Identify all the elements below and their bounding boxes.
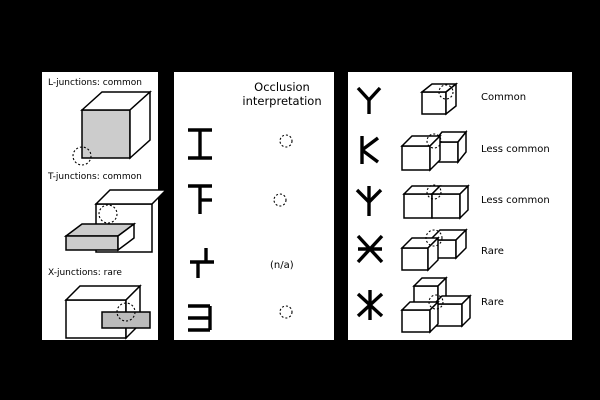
l-junction-highlight	[72, 146, 92, 166]
junction-glyph-h	[188, 128, 212, 160]
junction-glyph-asterisk-a	[356, 234, 384, 264]
frequency-label-5: Rare	[481, 297, 504, 308]
occlusion-highlight-2	[273, 193, 287, 207]
frequency-panel: Common Less common Less com	[348, 72, 572, 340]
frequency-highlight-1	[438, 84, 454, 100]
occlusion-cubes-4	[254, 294, 314, 328]
junction-glyph-t	[188, 184, 212, 214]
x-junction-cube	[64, 284, 151, 340]
l-junction-label: L-junctions: common	[48, 78, 142, 88]
junction-glyph-y	[356, 86, 382, 114]
x-junction-label: X-junctions: rare	[48, 268, 122, 278]
t-junction-highlight	[98, 204, 118, 224]
frequency-highlight-2	[426, 133, 442, 149]
occlusion-header-line2: interpretation	[242, 94, 322, 108]
occlusion-cubes-2	[260, 170, 296, 224]
l-junction-cube	[72, 90, 152, 166]
occlusion-na-label: (n/a)	[270, 260, 294, 271]
occlusion-highlight-1	[279, 134, 293, 148]
t-junction-label: T-junctions: common	[48, 172, 142, 182]
junction-types-panel: L-junctions: common T-junctions: common …	[42, 72, 168, 340]
frequency-cubes-2	[400, 129, 468, 172]
frequency-cube-1	[419, 82, 459, 116]
junction-glyph-arrow	[355, 186, 383, 216]
occlusion-header-line1: Occlusion	[254, 80, 310, 94]
t-junction-boxes	[63, 189, 168, 253]
occlusion-panel: Occlusion interpretation (n/a)	[174, 72, 334, 340]
frequency-cubes-4	[400, 228, 468, 272]
frequency-highlight-3	[426, 184, 442, 200]
frequency-label-3: Less common	[481, 195, 550, 206]
frequency-highlight-4	[425, 229, 443, 247]
junction-glyph-asterisk-b	[356, 290, 384, 320]
frequency-highlight-5	[428, 294, 444, 310]
frequency-cubes-3	[402, 184, 470, 220]
junction-glyph-k	[360, 136, 380, 164]
frequency-label-1: Common	[481, 92, 527, 103]
occlusion-cubes-1	[254, 116, 314, 150]
junction-glyph-e	[188, 304, 212, 332]
frequency-label-4: Rare	[481, 246, 504, 257]
occlusion-header: Occlusion interpretation	[230, 80, 334, 108]
frequency-label-2: Less common	[481, 144, 550, 155]
junction-glyph-step	[190, 248, 214, 278]
x-junction-highlight	[116, 302, 136, 322]
frequency-cubes-5	[400, 276, 472, 334]
occlusion-highlight-4	[279, 305, 293, 319]
